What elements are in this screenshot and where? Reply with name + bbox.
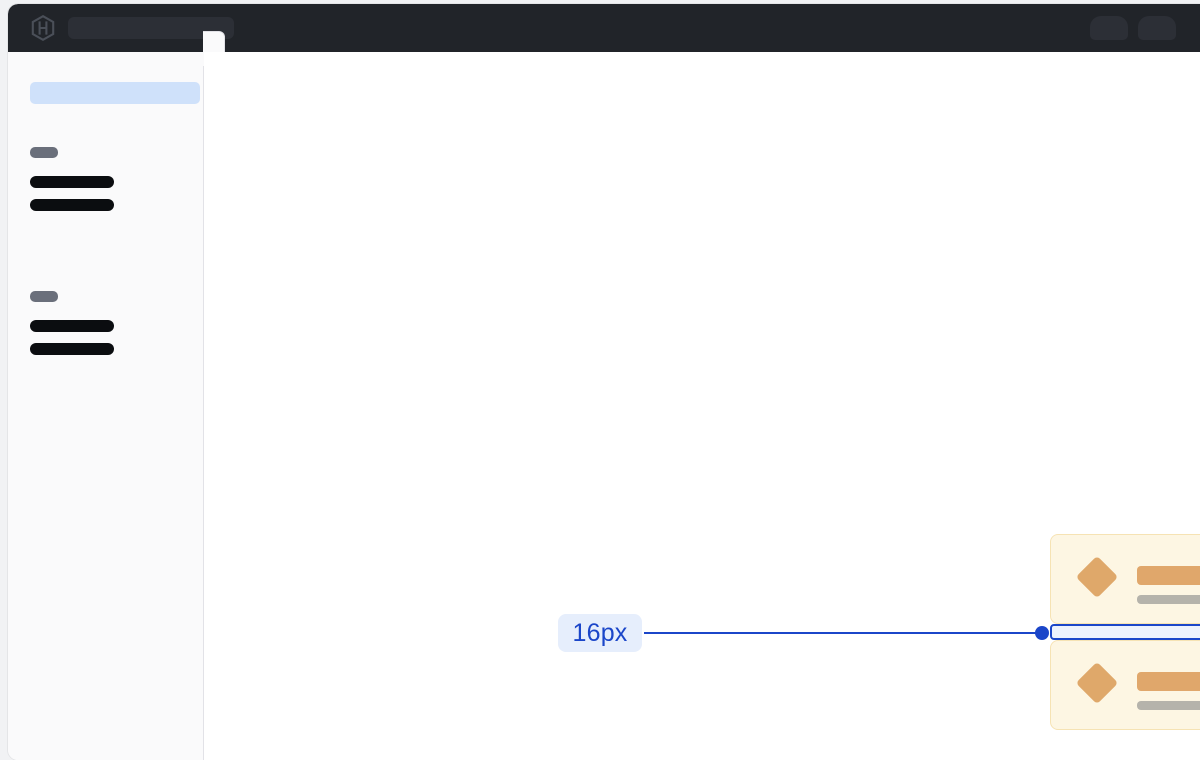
sidebar-group-1 (30, 147, 114, 211)
diamond-icon (1075, 555, 1119, 599)
sidebar-group-2 (30, 291, 114, 355)
sidebar-group-label (30, 147, 58, 158)
sidebar-item-2[interactable] (30, 199, 114, 211)
avatar-placeholder-a[interactable] (1090, 16, 1128, 40)
avatar-placeholder-b[interactable] (1138, 16, 1176, 40)
sidebar-item-active[interactable] (30, 82, 200, 104)
measurement-value-badge: 16px (558, 614, 642, 652)
sidebar-item-4[interactable] (30, 343, 114, 355)
card-title-skeleton (1137, 672, 1200, 691)
card-title-skeleton (1137, 566, 1200, 585)
sidebar (8, 52, 204, 760)
app-window: 16px (8, 4, 1200, 760)
card-subtitle-skeleton (1137, 701, 1200, 710)
sidebar-item-3[interactable] (30, 320, 114, 332)
hexagon-h-logo-icon[interactable] (30, 14, 56, 42)
measurement-leader-line (644, 632, 1042, 634)
top-navigation-bar (8, 4, 1200, 52)
measurement-endpoint-dot (1035, 626, 1049, 640)
sidebar-item-1[interactable] (30, 176, 114, 188)
spacing-gap-highlight (1050, 624, 1200, 640)
spec-card-top[interactable] (1050, 534, 1200, 624)
sidebar-group-label (30, 291, 58, 302)
spec-card-bottom[interactable] (1050, 640, 1200, 730)
card-subtitle-skeleton (1137, 595, 1200, 604)
search-input-skeleton[interactable] (68, 17, 234, 39)
main-canvas: 16px (204, 52, 1200, 760)
diamond-icon (1075, 661, 1119, 705)
